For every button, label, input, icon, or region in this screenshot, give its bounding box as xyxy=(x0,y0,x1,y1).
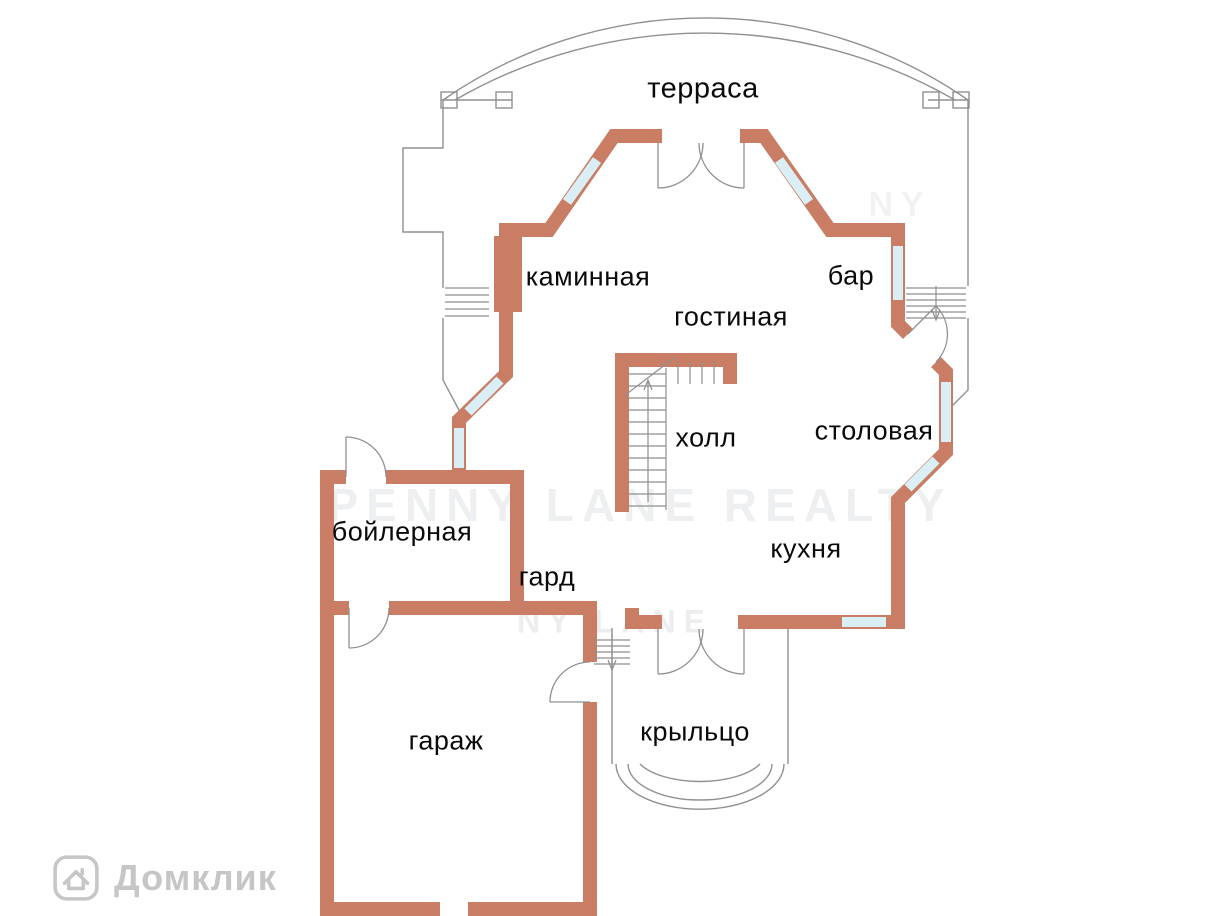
vestibule-stair xyxy=(594,634,630,672)
porch-outline xyxy=(611,628,789,810)
room-label-fireplace-room: каминная xyxy=(525,261,651,292)
room-label-boiler-room: бойлерная xyxy=(331,516,473,547)
room-label-living-room: гостиная xyxy=(674,301,788,332)
agency-watermark-text: NY xyxy=(868,185,932,224)
windows-layer xyxy=(454,157,951,627)
domclick-logo: Домклик xyxy=(52,854,277,902)
fireplace-block xyxy=(494,236,522,312)
right-deck-stair xyxy=(906,286,966,322)
terrace-outline xyxy=(402,17,970,413)
door-arcs xyxy=(345,142,949,703)
room-label-hall: холл xyxy=(675,422,737,453)
agency-watermark-text: PENNY LANE REALTY xyxy=(327,479,953,531)
room-label-bar: бар xyxy=(827,260,875,291)
room-label-terrace: терраса xyxy=(647,72,759,105)
room-label-garage: гараж xyxy=(408,725,484,756)
room-label-dining-room: столовая xyxy=(814,415,934,446)
domclick-house-icon xyxy=(53,855,99,901)
room-label-porch: крыльцо xyxy=(640,716,750,747)
hall-staircase xyxy=(623,357,715,510)
left-deck-stair xyxy=(445,287,489,317)
domclick-logo-text: Домклик xyxy=(114,857,277,898)
room-label-kitchen: кухня xyxy=(770,533,842,564)
room-label-wardrobe: гард xyxy=(518,561,576,592)
